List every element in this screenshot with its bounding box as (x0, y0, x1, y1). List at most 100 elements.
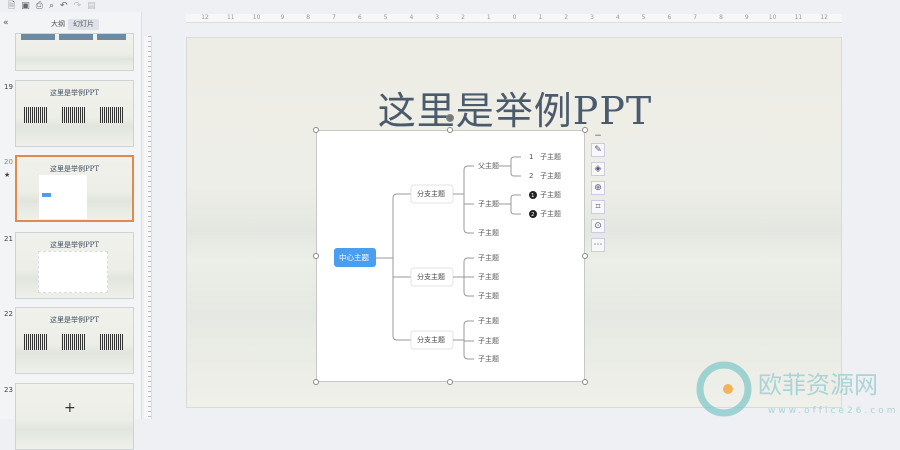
marker-number: 2 (531, 212, 535, 218)
svg-text:欧菲资源网: 欧菲资源网 (758, 371, 878, 399)
resize-handle[interactable] (447, 127, 453, 133)
slide-number: 20 (4, 158, 13, 166)
connector (453, 320, 474, 360)
preview-icon[interactable]: ⌕ (48, 1, 55, 11)
crop-icon[interactable]: ⌗ (591, 200, 605, 214)
connector (499, 194, 521, 215)
numbered-marker-icon (529, 191, 537, 199)
subtopic-label: 子主题 (478, 228, 499, 237)
subtopic-label: 子主题 (478, 272, 499, 281)
subtopic-label: 父主题 (478, 161, 499, 170)
resize-handle[interactable] (582, 127, 588, 133)
connector (499, 156, 521, 177)
subtopic-label: 子主题 (478, 354, 499, 363)
resize-handle[interactable] (313, 379, 319, 385)
more-icon[interactable]: ⋯ (591, 238, 605, 252)
subtopic-label: 子主题 (478, 291, 499, 300)
ruler-tick: 4 (409, 14, 414, 21)
slide-thumbnail[interactable] (15, 33, 134, 71)
zoom-icon[interactable]: ⊕ (591, 181, 605, 195)
undo-icon[interactable]: ↶ (60, 1, 68, 11)
ruler-tick: 1 (486, 14, 491, 21)
print-icon[interactable]: ⎙ (35, 1, 43, 11)
vertical-ruler (144, 36, 152, 419)
tab-slides[interactable]: 幻灯片 (68, 19, 99, 30)
subtopic-label: 子主题 (540, 171, 561, 180)
slide-title[interactable]: 这里是举例PPT (377, 89, 653, 133)
resize-handle[interactable] (582, 253, 588, 259)
slide-number: 19 (4, 83, 13, 91)
branch-topic-label: 分支主题 (417, 272, 445, 281)
slide-thumbnail[interactable] (15, 383, 134, 450)
rotate-handle[interactable] (446, 114, 454, 122)
minus-icon[interactable]: − (594, 131, 602, 141)
branch-topic-label: 分支主题 (417, 189, 445, 198)
marker-number: 2 (529, 172, 533, 180)
subtopic-label: 子主题 (540, 152, 561, 161)
edit-icon[interactable]: ✎ (591, 143, 605, 157)
ruler-tick: 10 (768, 14, 777, 21)
ruler-tick: 8 (306, 14, 311, 21)
layers-icon[interactable]: ◈ (591, 162, 605, 176)
marker-number: 1 (529, 153, 533, 161)
star-icon: ★ (4, 171, 11, 179)
slide-number: 22 (4, 310, 13, 318)
slide-thumbnail[interactable]: 这里是举例PPT (15, 232, 134, 299)
tab-outline[interactable]: 大纲 (51, 20, 65, 28)
collapse-panel-icon[interactable]: « (3, 18, 9, 28)
resize-handle[interactable] (582, 379, 588, 385)
format-painter-icon[interactable]: ▤ (87, 1, 96, 11)
numbered-marker-icon (529, 210, 537, 218)
quick-toolbar: 🗎 ▣ ⎙ ⌕ ↶ ↷ ▤ (0, 0, 140, 12)
add-slide-button[interactable]: + (64, 400, 76, 416)
location-icon[interactable]: ⊙ (591, 219, 605, 233)
svg-text:www.office26.com: www.office26.com (768, 406, 898, 416)
ruler-tick: 7 (332, 14, 336, 21)
thumbnail-title: 这里是举例PPT (49, 241, 100, 249)
ruler-tick: 10 (252, 14, 261, 21)
ruler-tick: 12 (201, 14, 209, 21)
export-icon[interactable]: ▣ (21, 1, 30, 11)
ruler-tick: 5 (383, 14, 388, 21)
branch-topic-label: 分支主题 (417, 335, 445, 344)
thumbnail-title: 这里是举例PPT (49, 316, 100, 324)
center-topic-node (334, 248, 376, 267)
redo-icon[interactable]: ↷ (73, 1, 82, 11)
subtopic-label: 子主题 (478, 336, 499, 345)
ruler-tick: 2 (461, 14, 465, 21)
ruler-tick: 6 (667, 14, 672, 21)
ruler-tick: 11 (794, 14, 803, 21)
subtopic-label: 子主题 (478, 253, 499, 262)
slide-thumbnail[interactable]: 这里是举例PPT (15, 80, 134, 147)
subtopic-label: 子主题 (478, 316, 499, 325)
resize-handle[interactable] (447, 379, 453, 385)
slide-thumbnail[interactable]: 这里是举例PPT (15, 307, 134, 374)
ruler-tick: 6 (357, 14, 362, 21)
slide-number: 21 (4, 235, 13, 243)
ruler-tick: 4 (615, 14, 620, 21)
ruler-tick: 8 (719, 14, 723, 21)
save-icon[interactable]: 🗎 (8, 1, 16, 11)
resize-handle[interactable] (313, 127, 319, 133)
connector (453, 257, 474, 297)
subtopic-label: 子主题 (540, 209, 561, 218)
thumbnail-title: 这里是举例PPT (49, 89, 100, 97)
ruler-tick: 11 (226, 14, 235, 21)
slide-thumbnail[interactable]: 这里是举例PPT (15, 155, 134, 222)
ruler-tick: 9 (280, 14, 285, 21)
connector (453, 165, 474, 234)
resize-handle[interactable] (313, 253, 319, 259)
subtopic-label: 子主题 (478, 199, 499, 208)
subtopic-label: 子主题 (540, 190, 561, 199)
ruler-tick: 3 (590, 14, 594, 21)
marker-number: 1 (531, 193, 535, 199)
ruler-tick: 1 (538, 14, 543, 21)
ruler-tick: 7 (693, 14, 698, 21)
ruler-tick: 0 (512, 14, 517, 21)
slide-panel: « 大纲 幻灯片 这里是举例PPT 19 这里是举例PPT 20 ★ 这里是举例PPT 21… (0, 12, 142, 450)
slide-number: 23 (4, 386, 13, 394)
thumbnail-title: 这里是举例PPT (49, 165, 100, 173)
